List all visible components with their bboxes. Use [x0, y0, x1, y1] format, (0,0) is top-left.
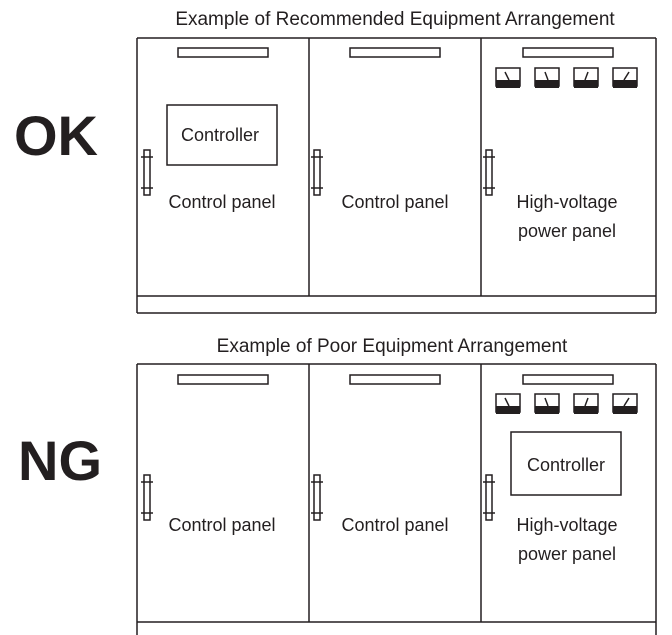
recommended-arrangement-example: Example of Recommended Equipment Arrange…	[14, 9, 657, 314]
control-panel-label: Control panel	[168, 515, 275, 535]
control-panel-label: Control panel	[341, 192, 448, 212]
door-handle	[311, 474, 323, 521]
control-panel-label: Control panel	[341, 515, 448, 535]
door-handle	[141, 149, 153, 196]
analog-meter-icon	[495, 67, 521, 88]
nameplate	[349, 47, 441, 58]
control-panel-2: Control panel	[311, 47, 449, 212]
analog-meter-icon	[495, 393, 521, 414]
control-panel-2: Control panel	[311, 374, 449, 535]
poor-arrangement-title: Example of Poor Equipment Arrangement	[217, 336, 568, 357]
cabinet-row	[136, 363, 657, 635]
high-voltage-label-line-2: power panel	[518, 544, 616, 564]
high-voltage-label-line-2: power panel	[518, 221, 616, 241]
meter-row	[495, 67, 638, 88]
ok-verdict-label: OK	[14, 104, 98, 167]
control-panel-label: Control panel	[168, 192, 275, 212]
analog-meter-icon	[612, 393, 638, 414]
door-handle	[483, 149, 495, 196]
high-voltage-power-panel: High-voltage power panel	[483, 47, 638, 241]
analog-meter-icon	[534, 67, 560, 88]
controller-box: Controller	[510, 431, 622, 496]
controller-label: Controller	[527, 455, 605, 475]
control-panel-1: Controller Control panel	[141, 47, 278, 212]
door-handle	[311, 149, 323, 196]
controller-box: Controller	[166, 104, 278, 166]
analog-meter-icon	[573, 393, 599, 414]
nameplate	[177, 47, 269, 58]
high-voltage-label-line-1: High-voltage	[516, 192, 617, 212]
nameplate	[522, 47, 614, 58]
nameplate	[349, 374, 441, 385]
nameplate	[177, 374, 269, 385]
ng-verdict-label: NG	[18, 429, 102, 492]
high-voltage-label-line-1: High-voltage	[516, 515, 617, 535]
poor-arrangement-example: Example of Poor Equipment Arrangement NG…	[18, 336, 657, 635]
meter-row	[495, 393, 638, 414]
control-panel-1: Control panel	[141, 374, 276, 535]
door-handle	[483, 474, 495, 521]
nameplate	[522, 374, 614, 385]
recommended-arrangement-title: Example of Recommended Equipment Arrange…	[175, 9, 615, 30]
analog-meter-icon	[573, 67, 599, 88]
door-handle	[141, 474, 153, 521]
analog-meter-icon	[612, 67, 638, 88]
analog-meter-icon	[534, 393, 560, 414]
high-voltage-power-panel: Controller High-voltage power panel	[483, 374, 638, 564]
cabinet-row	[136, 37, 657, 314]
controller-label: Controller	[181, 125, 259, 145]
